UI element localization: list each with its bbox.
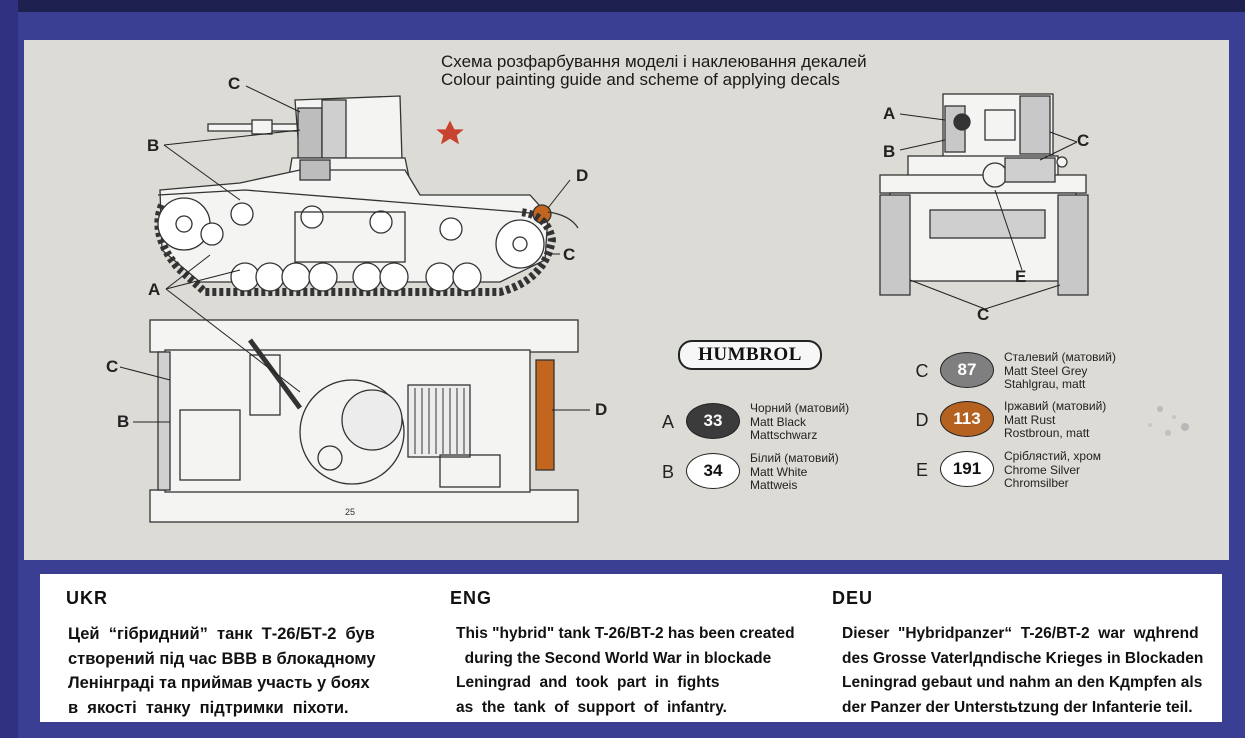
- paint-description: Чорний (матовий) Matt Black Mattschwarz: [750, 401, 850, 443]
- paint-name-ukr: Чорний (матовий): [750, 401, 850, 415]
- title-ukrainian: Схема розфарбування моделі і наклеювання…: [441, 52, 867, 71]
- paint-description: Білий (матовий) Matt White Mattweis: [750, 451, 839, 493]
- paint-letter: B: [661, 462, 674, 482]
- paint-code-oval: 191: [940, 451, 994, 487]
- top-border-strip: [0, 0, 1245, 12]
- callout-c-front: C: [1077, 131, 1090, 150]
- paint-name-deu: Mattweis: [750, 478, 798, 492]
- paint-letter: A: [661, 412, 674, 432]
- heading-deu: DEU: [832, 588, 874, 608]
- description-eng: This "hybrid" tank T-26/BT-2 has been cr…: [456, 625, 795, 716]
- callout-d-exhaust: D: [595, 400, 608, 419]
- paint-name-eng: Matt White: [750, 464, 808, 479]
- callout-c-top: C: [106, 357, 119, 376]
- paint-name-eng: Chrome Silver: [1004, 462, 1081, 477]
- heading-eng: ENG: [450, 588, 493, 608]
- callout-b-top: B: [117, 412, 130, 431]
- description-ukr: Цей “гібридний” танк Т-26/БТ-2 був створ…: [68, 625, 376, 717]
- paint-name-ukr: Білий (матовий): [750, 451, 839, 465]
- paint-code-oval: 34: [686, 453, 740, 489]
- paint-letter: E: [915, 460, 928, 480]
- callout-d-headlight: D: [576, 166, 589, 185]
- paint-name-deu: Rostbroun, matt: [1004, 426, 1090, 440]
- paint-name-deu: Stahlgrau, matt: [1004, 377, 1086, 391]
- paint-description: Сталевий (матовий) Matt Steel Grey Stahl…: [1004, 350, 1116, 392]
- heading-ukr: UKR: [66, 588, 108, 608]
- paint-code-oval: 33: [686, 403, 740, 439]
- top-view-drawing: 25: [149, 319, 579, 523]
- paint-name-eng: Matt Rust: [1004, 412, 1056, 427]
- front-view-drawing: [879, 93, 1089, 296]
- callout-c-track: C: [563, 245, 576, 264]
- description-deu: Dieser "Hybridpanzer“ T-26/BT-2 war wдhr…: [842, 625, 1204, 716]
- title-english: Colour painting guide and scheme of appl…: [441, 70, 840, 89]
- callout-b-front: B: [883, 142, 896, 161]
- callout-e-front: E: [1015, 267, 1027, 286]
- paint-name-ukr: Сталевий (матовий): [1004, 350, 1116, 364]
- callout-b-hull: B: [147, 136, 160, 155]
- side-view-drawing: [154, 95, 579, 296]
- paint-name-deu: Chromsilber: [1004, 476, 1069, 490]
- left-border: [0, 0, 18, 738]
- leader-lines: [119, 85, 1078, 423]
- paint-description: Іржавий (матовий) Matt Rust Rostbroun, m…: [1004, 399, 1107, 441]
- paint-name-eng: Matt Black: [750, 414, 807, 429]
- paint-name-deu: Mattschwarz: [750, 428, 818, 442]
- paint-name-ukr: Іржавий (матовий): [1004, 399, 1107, 413]
- paint-name-ukr: Сріблястий, хром: [1004, 449, 1102, 463]
- paint-description: Сріблястий, хром Chrome Silver Chromsilb…: [1004, 449, 1102, 491]
- callout-a-front: A: [883, 104, 896, 123]
- paint-smudges: [1148, 406, 1189, 436]
- paint-name-eng: Matt Steel Grey: [1004, 363, 1088, 378]
- callout-c-turret: C: [228, 74, 241, 93]
- description-panel: [40, 574, 1222, 722]
- callout-c-front-tracks: C: [977, 305, 990, 324]
- callout-a-wheels: A: [148, 280, 161, 299]
- hull-marking: 25: [345, 507, 355, 517]
- paint-code-oval: 87: [940, 352, 994, 388]
- paint-code-oval: 113: [940, 401, 994, 437]
- paint-letter: D: [915, 410, 929, 430]
- paint-letter: C: [915, 361, 929, 381]
- humbrol-logo: HUMBROL: [678, 340, 822, 370]
